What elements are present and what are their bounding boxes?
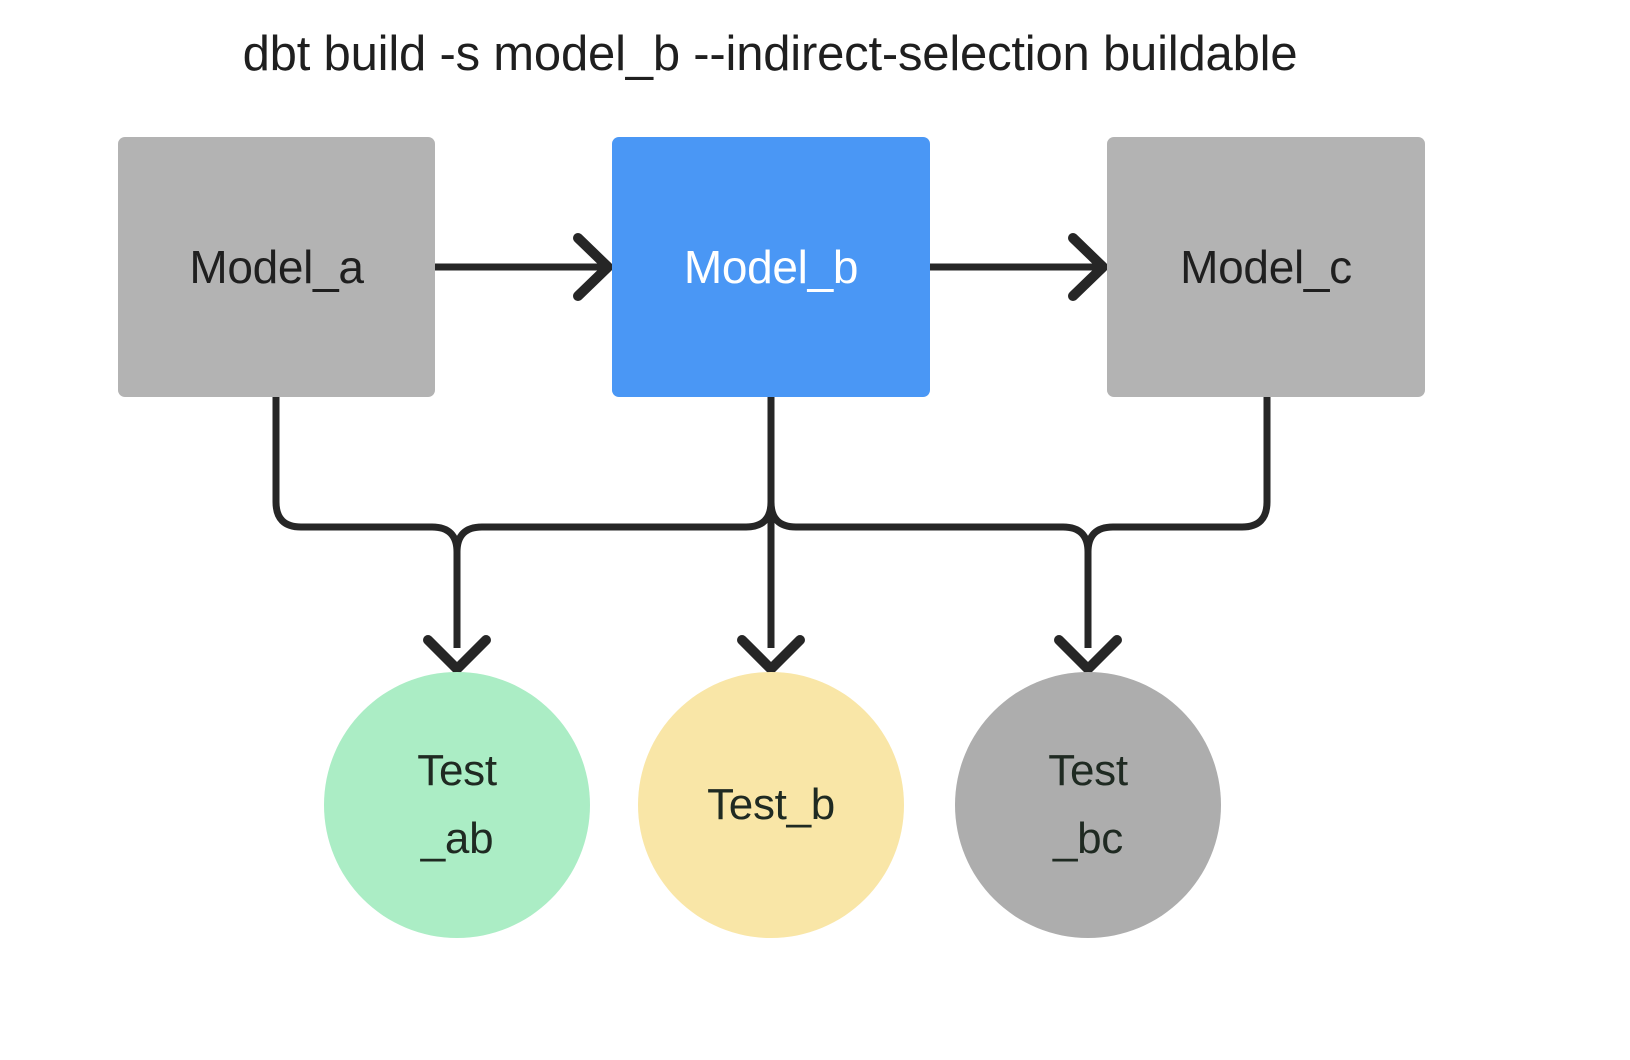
edge-model-a-to-test-ab [272,397,461,648]
node-test-b[interactable]: Test_b [638,672,904,938]
node-test-bc-label-line2: _bc [1052,814,1124,863]
edge-model-b-to-test-bc [767,397,1092,648]
edge-model-b-to-test-ab [453,397,775,648]
node-model-b[interactable]: Model_b [612,137,930,397]
node-test-b-label: Test_b [707,783,835,827]
arrowhead-model-b [573,233,613,301]
node-model-b-label: Model_b [683,241,859,293]
arrowhead-test-bc [1054,635,1122,674]
node-test-b-label-line1: Test_b [707,780,835,829]
node-model-c-label: Model_c [1180,241,1352,293]
page-title: dbt build -s model_b --indirect-selectio… [242,27,1298,81]
arrowhead-test-ab [423,635,491,674]
node-model-c[interactable]: Model_c [1107,137,1425,397]
arrowhead-model-c [1068,233,1108,301]
node-test-ab[interactable]: Test _ab [324,672,590,938]
node-model-a-label: Model_a [189,241,364,293]
node-model-a[interactable]: Model_a [118,137,435,397]
node-test-ab-label-line1: Test [417,746,497,795]
node-test-bc-label-line1: Test [1048,746,1128,795]
node-test-ab-label: Test _ab [417,749,497,861]
edge-model-c-to-test-bc [1084,397,1271,648]
node-test-bc[interactable]: Test _bc [955,672,1221,938]
arrowhead-test-b [737,635,805,674]
node-test-ab-label-line2: _ab [420,814,494,863]
node-test-bc-label: Test _bc [1048,749,1128,861]
